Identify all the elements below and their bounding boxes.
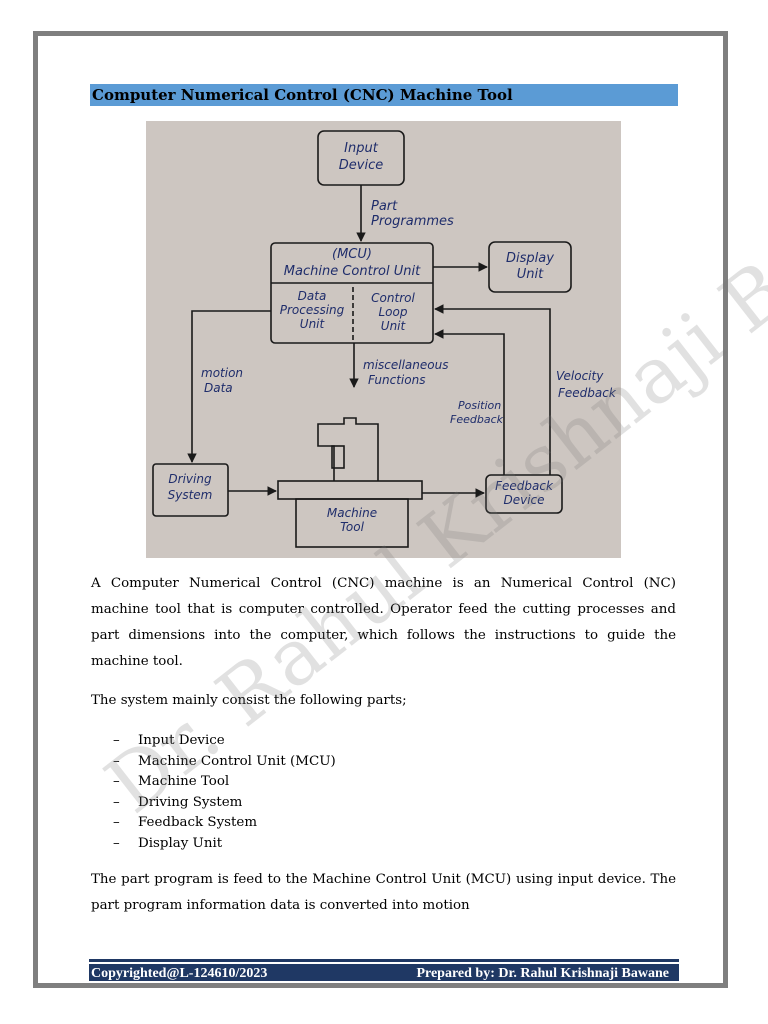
machine-spindle-head bbox=[317, 417, 379, 481]
driving-system-box bbox=[152, 463, 229, 517]
cnc-block-diagram: Input Device Part Programmes (MCU) Machi… bbox=[146, 121, 621, 558]
label-tool-1: Machine bbox=[327, 506, 377, 520]
label-misc-1: miscellaneous bbox=[363, 358, 448, 372]
label-motion-1: motion bbox=[201, 366, 243, 380]
arrow-velocity-feedback bbox=[434, 304, 551, 475]
list-item: –Machine Control Unit (MCU) bbox=[113, 753, 336, 769]
label-misc-2: Functions bbox=[368, 373, 425, 387]
machine-table bbox=[277, 480, 423, 500]
spindle bbox=[331, 445, 345, 469]
label-clu-3: Unit bbox=[381, 319, 407, 333]
label-part-2: Programmes bbox=[371, 214, 454, 229]
feedback-device-box bbox=[485, 474, 563, 514]
label-velfb-2: Feedback bbox=[558, 386, 617, 400]
arrow-motion-data bbox=[187, 310, 271, 463]
parts-intro: The system mainly consist the following … bbox=[91, 693, 407, 708]
footer-bar: Copyrighted@L-124610/2023 Prepared by: D… bbox=[89, 962, 679, 981]
label-dpu-1: Data bbox=[298, 289, 327, 303]
program-paragraph: The part program is feed to the Machine … bbox=[91, 872, 676, 913]
parts-list: –Input Device –Machine Control Unit (MCU… bbox=[113, 731, 336, 855]
list-item: –Feedback System bbox=[113, 815, 258, 831]
label-posfb-2: Feedback bbox=[450, 413, 504, 426]
label-tool-2: Tool bbox=[340, 520, 365, 534]
page-title-text: Computer Numerical Control (CNC) Machine… bbox=[92, 86, 513, 104]
page-title: Computer Numerical Control (CNC) Machine… bbox=[90, 84, 678, 106]
label-mcu-1: (MCU) bbox=[332, 247, 372, 262]
mcu-box bbox=[270, 242, 434, 344]
label-fbdev-1: Feedback bbox=[495, 479, 554, 493]
arrow-position-feedback bbox=[434, 329, 505, 475]
label-display-1: Display bbox=[506, 251, 554, 266]
label-clu-1: Control bbox=[371, 291, 415, 305]
label-display-2: Unit bbox=[517, 267, 544, 282]
label-mcu-2: Machine Control Unit bbox=[284, 264, 421, 279]
list-item: –Input Device bbox=[113, 733, 225, 748]
list-item: –Display Unit bbox=[113, 835, 223, 851]
list-item: –Machine Tool bbox=[113, 774, 230, 790]
footer-author: Prepared by: Dr. Rahul Krishnaji Bawane bbox=[416, 966, 669, 981]
label-dpu-3: Unit bbox=[300, 317, 326, 331]
label-drive-2: System bbox=[168, 488, 213, 502]
diagram-svg: Input Device Part Programmes (MCU) Machi… bbox=[152, 130, 617, 548]
footer-copyright: Copyrighted@L-124610/2023 bbox=[91, 966, 268, 981]
label-posfb-1: Position bbox=[458, 399, 501, 412]
label-fbdev-2: Device bbox=[503, 493, 544, 507]
intro-paragraph: A Computer Numerical Control (CNC) machi… bbox=[91, 576, 676, 669]
label-drive-1: Driving bbox=[168, 472, 212, 486]
label-velfb-1: Velocity bbox=[556, 369, 604, 383]
label-input-2: Device bbox=[339, 158, 383, 173]
machine-tool-base bbox=[295, 498, 409, 548]
label-clu-2: Loop bbox=[379, 305, 408, 319]
label-input-1: Input bbox=[344, 141, 379, 156]
display-unit-box bbox=[488, 241, 572, 293]
label-part-1: Part bbox=[371, 199, 398, 214]
label-motion-2: Data bbox=[204, 381, 233, 395]
label-dpu-2: Processing bbox=[280, 303, 345, 317]
list-item: –Driving System bbox=[113, 794, 243, 810]
